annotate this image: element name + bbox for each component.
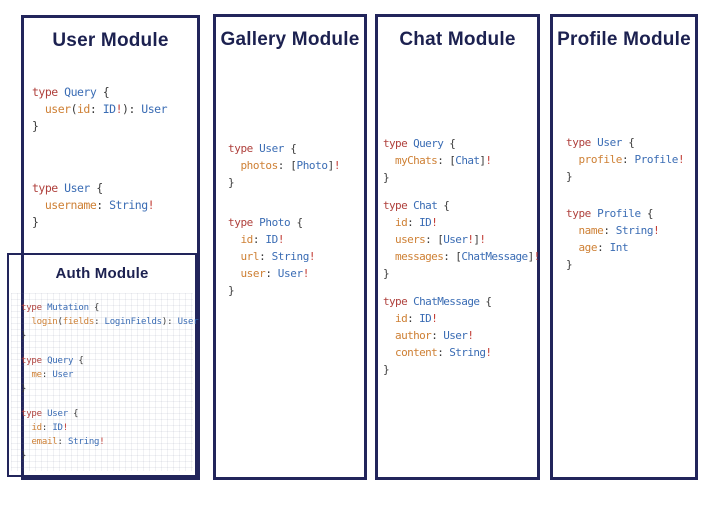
code-user: type Query { user(id: ID!): User}type Us… [32, 85, 167, 229]
code-gallery: type User { photos: [Photo]!}type Photo … [228, 142, 341, 297]
code-chat: type Query { myChats: [Chat]!}type Chat … [383, 137, 540, 376]
user-module-title: User Module [52, 30, 169, 51]
profile-module-panel: Profile Module type User { profile: Prof… [550, 14, 698, 480]
chat-module-title: Chat Module [399, 29, 516, 50]
gallery-module-title: Gallery Module [220, 29, 360, 50]
profile-module-title: Profile Module [557, 29, 691, 50]
code-profile: type User { profile: Profile!}type Profi… [566, 136, 685, 271]
auth-module-title: Auth Module [55, 265, 149, 282]
auth-module-panel: Auth Module type Mutation { login(fields… [7, 253, 199, 477]
user-module-panel: User Module type Query { user(id: ID!): … [21, 15, 200, 480]
code-auth: type Mutation { login(fields: LoginField… [21, 303, 199, 461]
chat-module-panel: Chat Module type Query { myChats: [Chat]… [375, 14, 540, 480]
gallery-module-panel: Gallery Module type User { photos: [Phot… [213, 14, 367, 480]
